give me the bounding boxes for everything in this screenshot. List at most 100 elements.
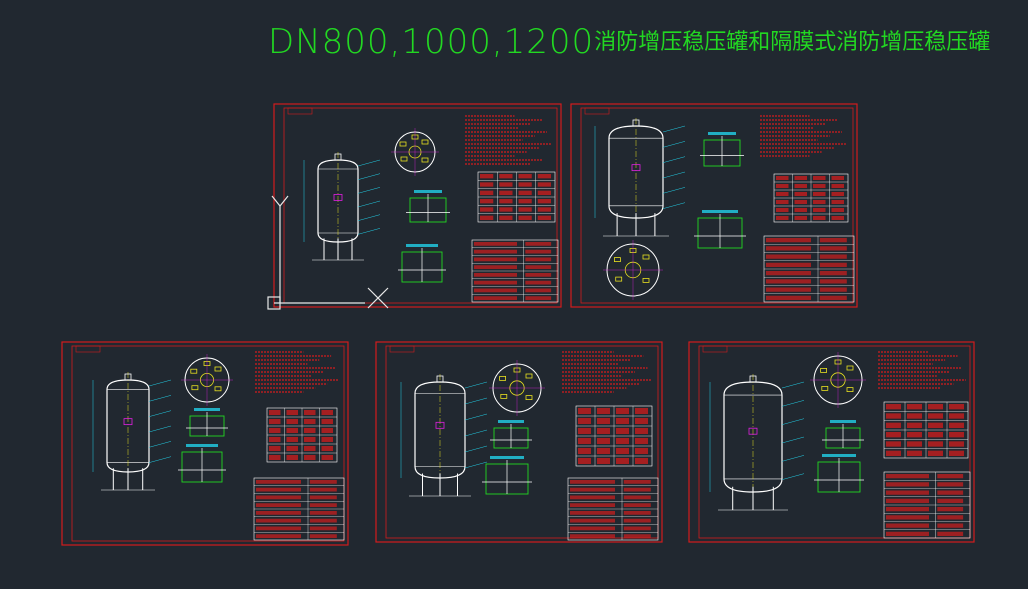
title-block-text [766, 262, 811, 267]
vessel-elevation [709, 374, 805, 511]
leader-line [464, 413, 488, 421]
table-cell-text [616, 458, 629, 464]
table-cell-text [269, 428, 281, 433]
title-block [471, 239, 559, 303]
plan-nozzle [421, 139, 429, 145]
leader-line [662, 202, 686, 209]
plan-nozzle [214, 386, 222, 392]
title-block-text [525, 242, 552, 246]
table-cell-text [831, 192, 844, 196]
table-cell-text [928, 422, 943, 428]
vessel-elevation [92, 372, 172, 491]
title-block [883, 471, 971, 539]
table-cell-text [499, 215, 513, 220]
table-cell-text [537, 182, 551, 187]
table-cell-text [578, 418, 591, 424]
table-cell-text [537, 190, 551, 195]
table-cell-text [794, 184, 807, 188]
title-block-text [623, 495, 651, 500]
table-cell-text [616, 448, 629, 454]
leader-line [357, 173, 381, 180]
table-cell-text [321, 428, 333, 433]
title-block-text [623, 534, 651, 538]
title-block-text [309, 495, 337, 500]
leader-line [148, 395, 172, 402]
title-block-text [886, 482, 929, 487]
leader-line [357, 187, 381, 194]
table-cell-text [304, 419, 316, 424]
table-cell-text [269, 446, 281, 451]
plan-nozzle [846, 365, 854, 371]
title-block-text [474, 265, 517, 269]
leader-line [148, 456, 172, 463]
title-block-text [474, 242, 517, 246]
plan-nozzle [525, 373, 533, 379]
leader-line [464, 461, 488, 469]
weld-detail [482, 456, 532, 495]
nameplate [748, 427, 758, 435]
title-block-text [256, 518, 301, 523]
table-cell-text [616, 438, 629, 444]
table-cell-text [578, 408, 591, 414]
table-cell-text [776, 216, 789, 220]
detail-caption [414, 190, 442, 193]
title-block-text [525, 265, 552, 269]
vessel-shell [608, 125, 664, 219]
table-cell-text [269, 437, 281, 442]
table-cell-text [949, 450, 964, 456]
table-cell-text [286, 446, 298, 451]
plan-nozzle [190, 368, 198, 374]
sheet-tag [389, 345, 415, 353]
title-block-text [886, 490, 929, 495]
title-block-text [937, 515, 964, 520]
vessel-elevation [303, 152, 381, 261]
title-block-text [474, 296, 517, 300]
leader-line [781, 436, 805, 444]
weld-detail [186, 408, 228, 437]
detail-caption [498, 420, 524, 423]
title-block-text [819, 287, 847, 292]
table-cell-text [304, 437, 316, 442]
title-block-text [570, 511, 615, 515]
leader-line [148, 410, 172, 417]
leader-line [662, 156, 686, 163]
leader-line [662, 125, 686, 133]
title-block-text [474, 249, 517, 254]
title-block-text [766, 271, 811, 276]
table-cell-text [269, 419, 281, 424]
title-block-text [256, 511, 301, 515]
table-cell-text [813, 192, 826, 196]
table-cell-text [776, 192, 789, 196]
title-block-text [474, 273, 517, 277]
title-block [253, 477, 345, 541]
title-block-text [256, 534, 301, 538]
title-block-text [256, 526, 301, 531]
plan-nozzle [821, 385, 829, 391]
title-block-text [256, 480, 301, 484]
leader-line [464, 381, 488, 389]
sheet-frame [61, 341, 349, 546]
title-block-text [474, 288, 517, 293]
nameplate [631, 164, 641, 172]
table-cell-text [304, 455, 316, 460]
title-block-text [623, 480, 651, 484]
table-cell-text [776, 184, 789, 188]
top-nozzle [436, 375, 444, 383]
table-cell-text [321, 455, 333, 460]
table-cell-text [616, 408, 629, 414]
table-cell-text [776, 176, 789, 180]
table-cell-text [480, 207, 494, 212]
title-block-text [570, 503, 615, 507]
drawing-sheet [688, 341, 975, 543]
sheet-inner-border [385, 345, 659, 539]
table-cell-text [499, 199, 513, 204]
table-cell-text [321, 446, 333, 451]
title-block-text [937, 482, 964, 487]
table-cell-text [597, 448, 610, 454]
table-cell-text [578, 448, 591, 454]
plan-nozzle [399, 141, 407, 147]
title-block-text [766, 287, 811, 292]
table-cell-text [831, 176, 844, 180]
nozzle-table [477, 171, 556, 223]
